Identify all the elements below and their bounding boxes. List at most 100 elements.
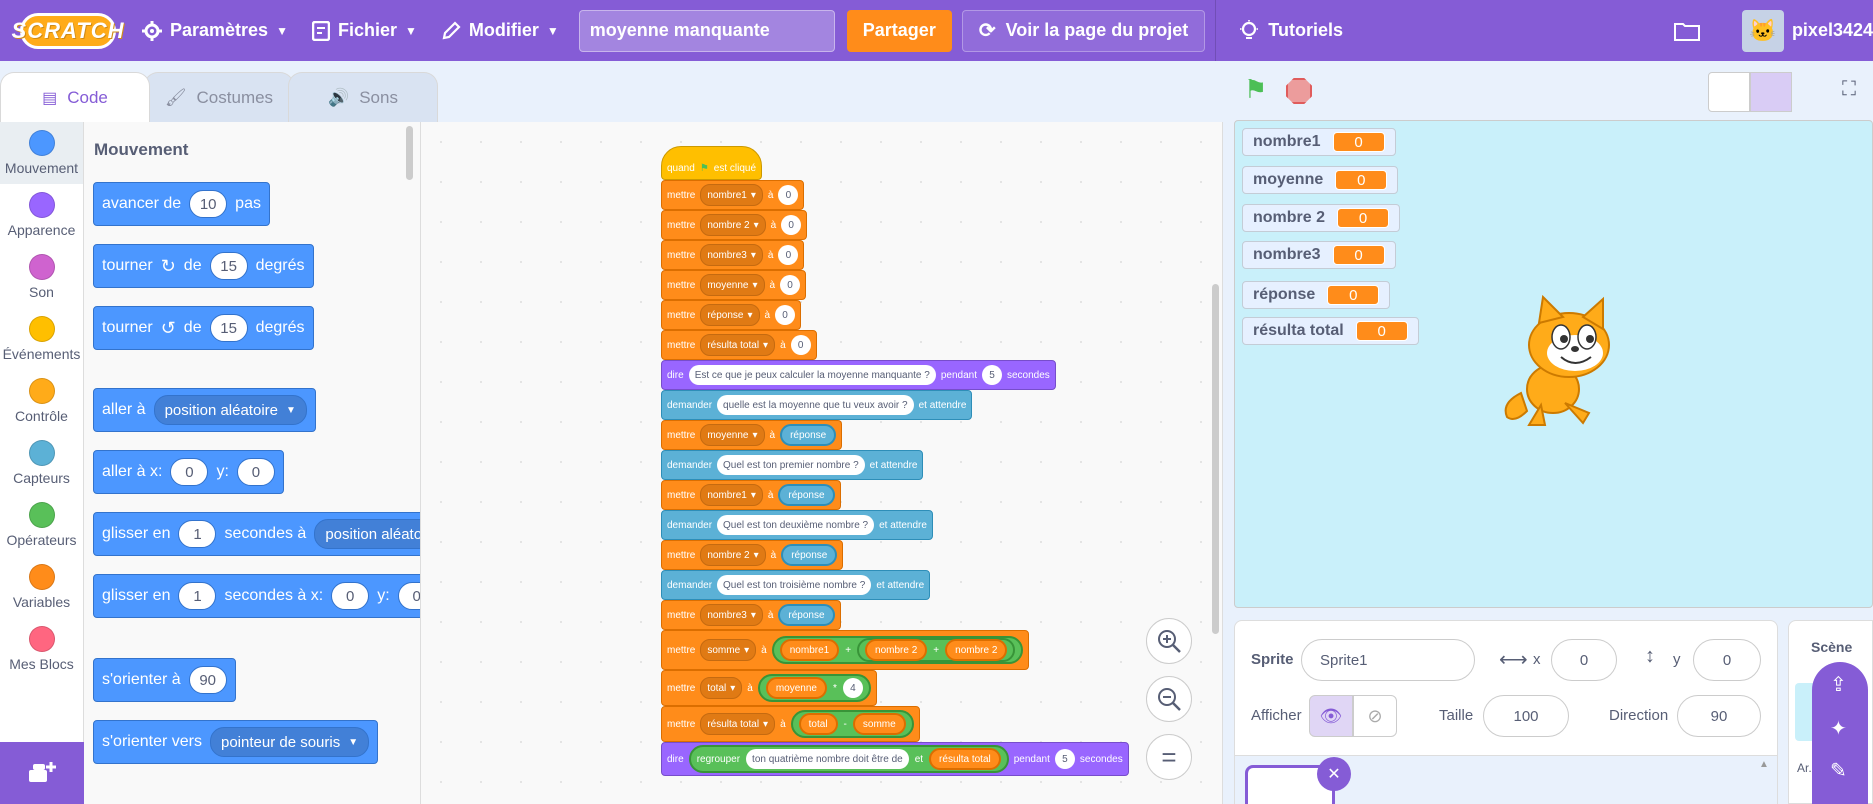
block-input[interactable]: ton quatrième nombre doit être de <box>746 749 909 769</box>
green-flag-button[interactable]: ⚑ <box>1244 74 1268 104</box>
variable-dropdown[interactable]: total▾ <box>700 677 743 699</box>
block-input[interactable]: 4 <box>842 678 863 698</box>
block-input[interactable]: 90 <box>188 666 227 694</box>
variable-reporter[interactable]: nombre1 <box>779 639 840 661</box>
variable-reporter[interactable]: total <box>798 713 838 735</box>
my-stuff-button[interactable] <box>1644 0 1730 61</box>
cat-sprite[interactable] <box>1491 293 1631 433</box>
variable-dropdown[interactable]: réponse▾ <box>700 304 760 326</box>
block-dropdown[interactable]: position aléatoire▼ <box>153 395 307 425</box>
zoom-reset-button[interactable]: = <box>1146 734 1192 780</box>
tab-costumes[interactable]: 🖌 Costumes <box>144 72 294 122</box>
block-input[interactable]: 15 <box>209 252 248 280</box>
variable-dropdown[interactable]: nombre3▾ <box>700 244 763 266</box>
add-operator-reporter[interactable]: nombre1+nombre 2+nombre 2 <box>771 636 1024 664</box>
block-input[interactable]: Est ce que je peux calculer la moyenne m… <box>688 365 936 385</box>
category-variables[interactable]: Variables <box>0 556 83 618</box>
subtract-operator-reporter[interactable]: total-somme <box>790 710 914 738</box>
show-sprite-button[interactable]: 👁 <box>1309 695 1353 737</box>
block-input[interactable]: 0 <box>780 275 801 295</box>
category-my-blocks[interactable]: Mes Blocs <box>0 618 83 680</box>
variable-dropdown[interactable]: nombre1▾ <box>700 484 763 506</box>
category-control[interactable]: Contrôle <box>0 370 83 432</box>
variable-reporter[interactable]: moyenne <box>765 677 827 699</box>
file-menu[interactable]: Fichier ▼ <box>300 0 429 61</box>
edit-menu[interactable]: Modifier ▼ <box>429 0 571 61</box>
variable-reporter[interactable]: nombre 2 <box>945 639 1008 661</box>
tab-code[interactable]: ▤ Code <box>0 72 150 122</box>
sprite-name-input[interactable]: Sprite1 <box>1301 639 1475 681</box>
account-menu[interactable]: 🐱 pixel3424 <box>1730 0 1873 61</box>
x-input[interactable]: 0 <box>1551 639 1617 681</box>
block-input[interactable]: 5 <box>1054 749 1075 769</box>
add-operator-reporter[interactable]: nombre 2+nombre 2 <box>857 638 1016 662</box>
zoom-out-button[interactable] <box>1146 676 1192 722</box>
block-dropdown[interactable]: position aléatoire <box>314 519 420 549</box>
block-input[interactable]: 15 <box>209 314 248 342</box>
category-operators[interactable]: Opérateurs <box>0 494 83 556</box>
category-sensing[interactable]: Capteurs <box>0 432 83 494</box>
choose-sprite-menu[interactable]: ⇪ ✦ ✎ <box>1812 662 1868 804</box>
variable-dropdown[interactable]: moyenne▾ <box>700 274 765 296</box>
block-input[interactable]: Quel est ton premier nombre ? <box>717 455 865 475</box>
project-title-input[interactable]: moyenne manquante <box>578 9 835 52</box>
paint-icon[interactable]: ✎ <box>1830 760 1847 782</box>
block-input[interactable]: 10 <box>189 190 228 218</box>
direction-input[interactable]: 90 <box>1677 695 1761 737</box>
multiply-operator-reporter[interactable]: moyenne*4 <box>757 674 871 702</box>
normal-stage-button[interactable] <box>1750 72 1792 112</box>
share-button[interactable]: Partager <box>846 9 952 52</box>
category-motion[interactable]: Mouvement <box>0 122 83 184</box>
answer-reporter[interactable]: réponse <box>781 544 838 566</box>
scratch-logo[interactable]: SCRATCH <box>12 12 123 49</box>
tutorials-menu[interactable]: Tutoriels <box>1226 0 1355 61</box>
variable-dropdown[interactable]: nombre3▾ <box>700 604 763 626</box>
block-input[interactable]: 0 <box>778 245 799 265</box>
answer-reporter[interactable]: réponse <box>780 424 837 446</box>
palette-scrollbar[interactable] <box>406 126 413 180</box>
block-input[interactable]: 5 <box>982 365 1002 385</box>
block-input[interactable]: 0 <box>778 185 799 205</box>
zoom-in-button[interactable] <box>1146 618 1192 664</box>
fullscreen-icon[interactable]: ⛶ <box>1842 78 1856 100</box>
block-input[interactable]: 0 <box>236 458 275 486</box>
delete-sprite-button[interactable]: ✕ <box>1317 757 1351 791</box>
block-input[interactable]: 0 <box>775 305 796 325</box>
upload-icon[interactable]: ⇪ <box>1830 674 1847 696</box>
settings-menu[interactable]: Paramètres ▼ <box>130 0 300 61</box>
when-flag-clicked-block[interactable]: quand⚑est cliqué <box>661 146 763 180</box>
variable-dropdown[interactable]: nombre 2▾ <box>700 544 766 566</box>
tab-sounds[interactable]: 🔊 Sons <box>288 72 438 122</box>
workspace-scrollbar[interactable] <box>1212 284 1219 634</box>
hide-sprite-button[interactable]: ⊘ <box>1353 695 1397 737</box>
add-extension-button[interactable] <box>0 742 84 804</box>
block-input[interactable]: 1 <box>178 582 217 610</box>
variable-dropdown[interactable]: moyenne▾ <box>700 424 765 446</box>
